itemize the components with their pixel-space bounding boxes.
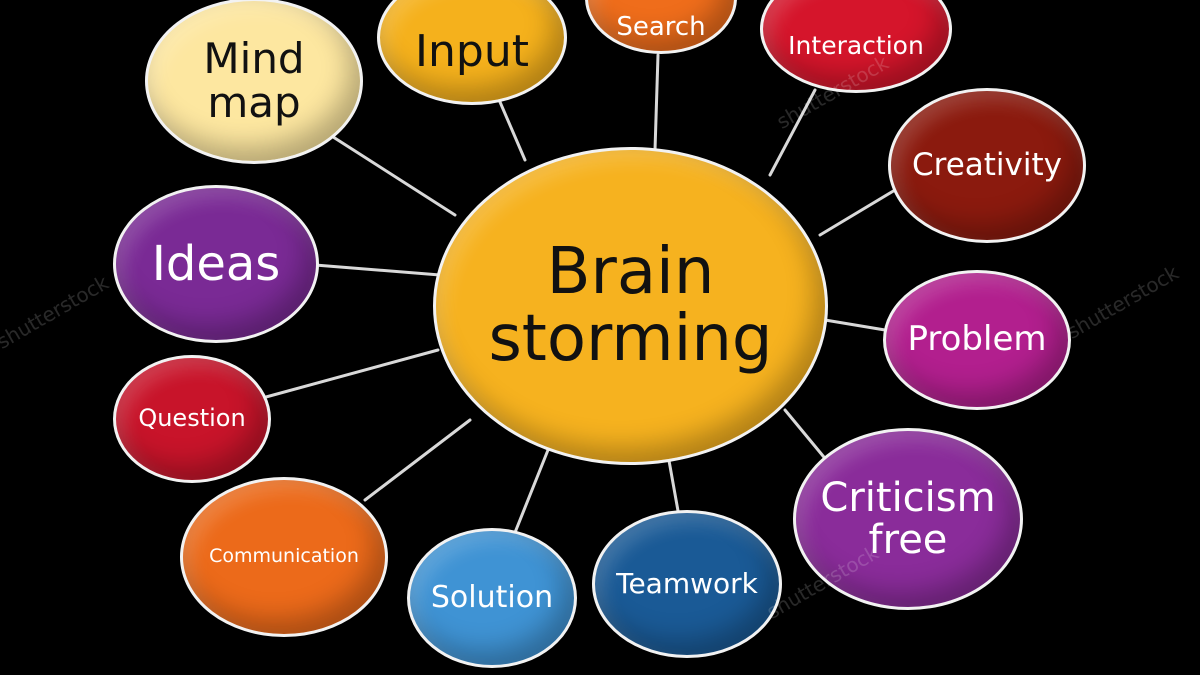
node-criticism-free: Criticism free (793, 428, 1023, 610)
node-creativity-label: Creativity (911, 147, 1062, 184)
node-input: Input (377, 0, 567, 105)
node-criticism-free-line2: free (868, 517, 948, 563)
node-ideas-label: Ideas (151, 235, 281, 292)
node-ideas: Ideas (113, 185, 319, 343)
node-criticism-free-line1: Criticism (820, 475, 996, 521)
link-problem (823, 318, 887, 332)
center-node-brainstorming: Brain storming (433, 147, 828, 465)
node-mind-map-line1: Mind (203, 33, 305, 83)
node-search-label: Search (616, 12, 706, 43)
node-question: Question (113, 355, 271, 483)
link-search (653, 53, 660, 152)
link-ideas (313, 263, 442, 277)
link-input (495, 93, 527, 162)
node-question-label: Question (138, 404, 246, 433)
node-problem: Problem (883, 270, 1071, 410)
node-problem-label: Problem (907, 319, 1047, 360)
node-communication: Communication (180, 477, 388, 637)
link-solution (510, 448, 550, 542)
center-label-line2: storming (488, 302, 773, 376)
node-teamwork-label: Teamwork (616, 567, 758, 601)
link-criticism-free (783, 408, 830, 464)
node-input-label: Input (415, 26, 529, 78)
node-solution: Solution (407, 528, 577, 668)
node-teamwork: Teamwork (592, 510, 782, 658)
link-question (253, 348, 440, 402)
link-mind-map (328, 133, 457, 217)
link-creativity (818, 188, 897, 237)
link-interaction (768, 88, 817, 177)
node-mind-map: Mind map (145, 0, 363, 164)
center-label-line1: Brain (546, 234, 715, 309)
node-communication-label: Communication (209, 545, 359, 568)
node-creativity: Creativity (888, 88, 1086, 243)
node-solution-label: Solution (430, 580, 554, 616)
node-mind-map-line2: map (207, 78, 301, 127)
link-communication (363, 418, 472, 502)
node-interaction-label: Interaction (788, 31, 924, 61)
